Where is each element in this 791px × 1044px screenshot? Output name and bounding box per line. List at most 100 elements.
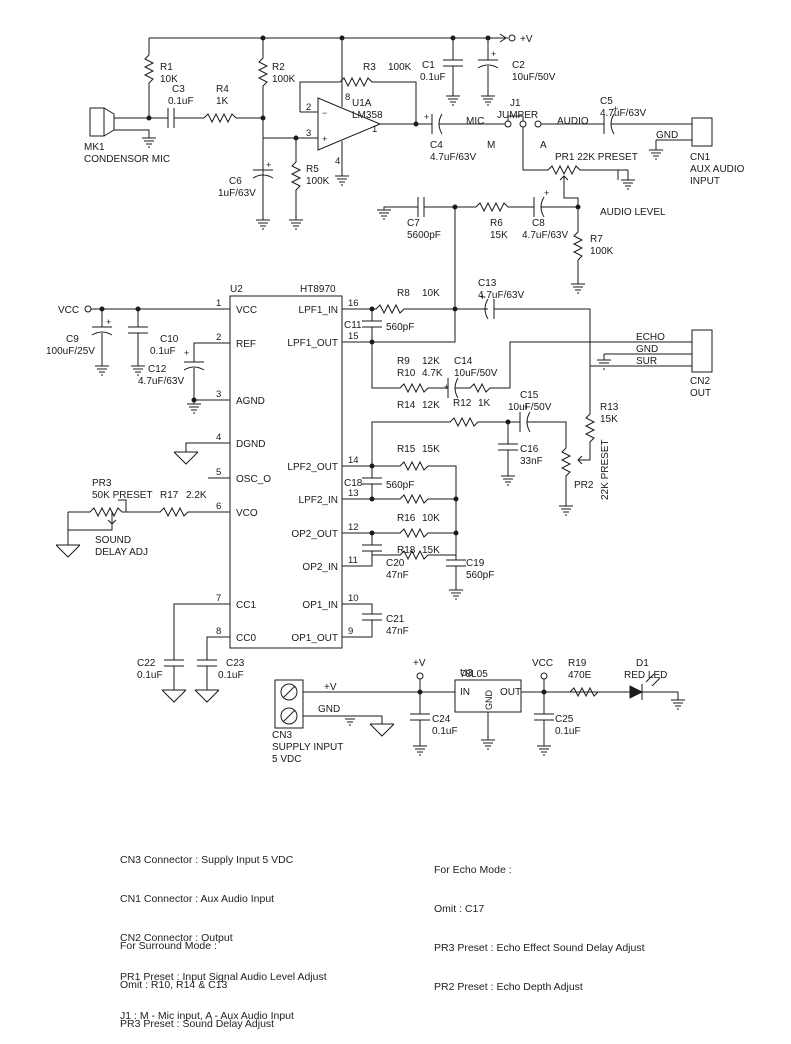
- capacitor-c3: C3 0.1uF: [167, 84, 204, 128]
- svg-text:5 VDC: 5 VDC: [272, 754, 301, 765]
- wire-lpf1-node: [364, 207, 456, 343]
- u2-pin-number: 15: [348, 331, 359, 342]
- capacitor-c21: C21 47nF: [362, 603, 409, 638]
- notes-echo-mode: For Echo Mode : Omit : C17 PR3 Preset : …: [434, 864, 645, 993]
- preset-pr2: PR2 22K PRESET: [558, 439, 611, 516]
- svg-text:AUDIO: AUDIO: [557, 116, 589, 127]
- svg-text:C12: C12: [148, 364, 167, 375]
- u2-right-pins: 16LPF1_IN15LPF1_OUT14LPF2_OUT13LPF2_IN12…: [287, 298, 364, 644]
- svg-text:0.1uF: 0.1uF: [137, 670, 163, 681]
- svg-text:J1: J1: [510, 98, 521, 109]
- svg-text:C20: C20: [386, 558, 405, 569]
- svg-text:100K: 100K: [388, 62, 412, 73]
- resistor-r5: R5 100K: [288, 135, 330, 230]
- svg-text:+: +: [266, 160, 271, 170]
- svg-text:1: 1: [372, 124, 377, 135]
- capacitor-c16: C16 33nF: [498, 422, 543, 486]
- vcc-input-left: VCC: [58, 305, 208, 316]
- svg-text:R10: R10: [397, 368, 416, 379]
- svg-text:C9: C9: [66, 334, 79, 345]
- svg-text:33nF: 33nF: [520, 456, 543, 467]
- svg-text:560pF: 560pF: [386, 480, 414, 491]
- svg-text:50K PRESET: 50K PRESET: [92, 490, 153, 501]
- u2-pin-number: 14: [348, 455, 359, 466]
- svg-text:R12: R12: [453, 398, 472, 409]
- svg-text:4.7uF/63V: 4.7uF/63V: [138, 376, 184, 387]
- svg-text:78L05: 78L05: [460, 669, 488, 680]
- svg-text:+: +: [444, 382, 449, 392]
- svg-text:SOUND: SOUND: [95, 535, 131, 546]
- connector-cn1: GND CN1 AUX AUDIO INPUT: [648, 117, 745, 187]
- svg-text:ECHO: ECHO: [636, 332, 665, 343]
- svg-text:+: +: [524, 402, 529, 412]
- svg-text:8: 8: [345, 92, 350, 103]
- svg-text:R19: R19: [568, 658, 587, 669]
- svg-text:R7: R7: [590, 234, 603, 245]
- svg-text:C2: C2: [512, 60, 525, 71]
- resistor-r17: R17 2.2K: [126, 490, 208, 518]
- svg-text:C15: C15: [520, 390, 539, 401]
- svg-text:AUX AUDIO: AUX AUDIO: [690, 164, 745, 175]
- capacitor-c7: C7 5600pF: [376, 197, 476, 241]
- u2-pin-name: AGND: [236, 396, 265, 407]
- capacitor-c15: + C15 10uF/50V: [508, 390, 567, 448]
- notes-surround-mode: For Surround Mode : Omit : R10, R14 & C1…: [120, 940, 275, 1030]
- u2-pin-name: LPF1_OUT: [287, 338, 338, 349]
- regulator-u3: U3 78L05 IN OUT GND: [454, 668, 600, 750]
- svg-text:C19: C19: [466, 558, 485, 569]
- u2-pin-name: OP1_IN: [302, 600, 338, 611]
- capacitor-c8: + C8 4.7uF/63V: [522, 188, 581, 241]
- svg-text:15K: 15K: [422, 545, 440, 556]
- svg-text:INPUT: INPUT: [690, 176, 720, 187]
- svg-text:100K: 100K: [272, 74, 296, 85]
- resistor-r18: R18 15K: [372, 545, 456, 561]
- svg-text:1uF/63V: 1uF/63V: [218, 188, 256, 199]
- svg-text:C6: C6: [229, 176, 242, 187]
- u2-pin-name: DGND: [236, 439, 265, 450]
- svg-text:SUR: SUR: [636, 356, 657, 367]
- svg-text:C8: C8: [532, 218, 545, 229]
- svg-text:GND: GND: [636, 344, 658, 355]
- u2-pin-number: 11: [348, 555, 358, 566]
- svg-text:470E: 470E: [568, 670, 592, 681]
- svg-text:GND: GND: [318, 704, 340, 715]
- svg-text:U2: U2: [230, 284, 243, 295]
- capacitor-c25: C25 0.1uF: [534, 692, 581, 756]
- svg-text:C16: C16: [520, 444, 539, 455]
- svg-text:VCC: VCC: [532, 658, 553, 669]
- u2-pin-name: LPF2_OUT: [287, 462, 338, 473]
- svg-text:1K: 1K: [478, 398, 491, 409]
- svg-text:C25: C25: [555, 714, 574, 725]
- resistor-r6: R6 15K: [475, 201, 534, 241]
- vplus-reg-input: +V: [413, 658, 426, 695]
- svg-text:HT8970: HT8970: [300, 284, 336, 295]
- u2-pin-name: CC1: [236, 600, 256, 611]
- svg-text:RED LED: RED LED: [624, 670, 667, 681]
- capacitor-c19: C19 560pF: [446, 558, 494, 600]
- svg-text:4: 4: [335, 156, 340, 167]
- svg-text:R16: R16: [397, 513, 416, 524]
- svg-text:R5: R5: [306, 164, 319, 175]
- svg-text:10K: 10K: [422, 288, 440, 299]
- u2-agnd-ground: [186, 397, 208, 414]
- svg-text:C14: C14: [454, 356, 473, 367]
- vplus-top-label: +V: [520, 34, 533, 45]
- u2-pin-name: OP2_OUT: [291, 529, 338, 540]
- resistor-r13: R13 15K: [584, 400, 619, 452]
- opamp-u1a: −+ 2 3 1 8 4 U1A LM358: [263, 38, 432, 186]
- svg-text:C7: C7: [407, 218, 420, 229]
- resistor-r2: R2 100K: [257, 38, 296, 196]
- svg-text:DELAY ADJ: DELAY ADJ: [95, 547, 148, 558]
- svg-text:−: −: [322, 108, 327, 118]
- connector-cn2: ECHO GND SUR CN2 OUT: [589, 329, 713, 400]
- u2-pin-number: 12: [348, 522, 359, 533]
- svg-text:C18: C18: [344, 478, 363, 489]
- u2-pin-number: 7: [216, 593, 221, 604]
- svg-text:IN: IN: [460, 687, 470, 698]
- svg-text:2: 2: [306, 102, 311, 113]
- svg-text:C5: C5: [600, 96, 613, 107]
- u2-pin-name: OP2_IN: [302, 562, 338, 573]
- u2-pin-number: 3: [216, 389, 221, 400]
- u2-pin-number: 4: [216, 432, 221, 443]
- svg-text:0.1uF: 0.1uF: [218, 670, 244, 681]
